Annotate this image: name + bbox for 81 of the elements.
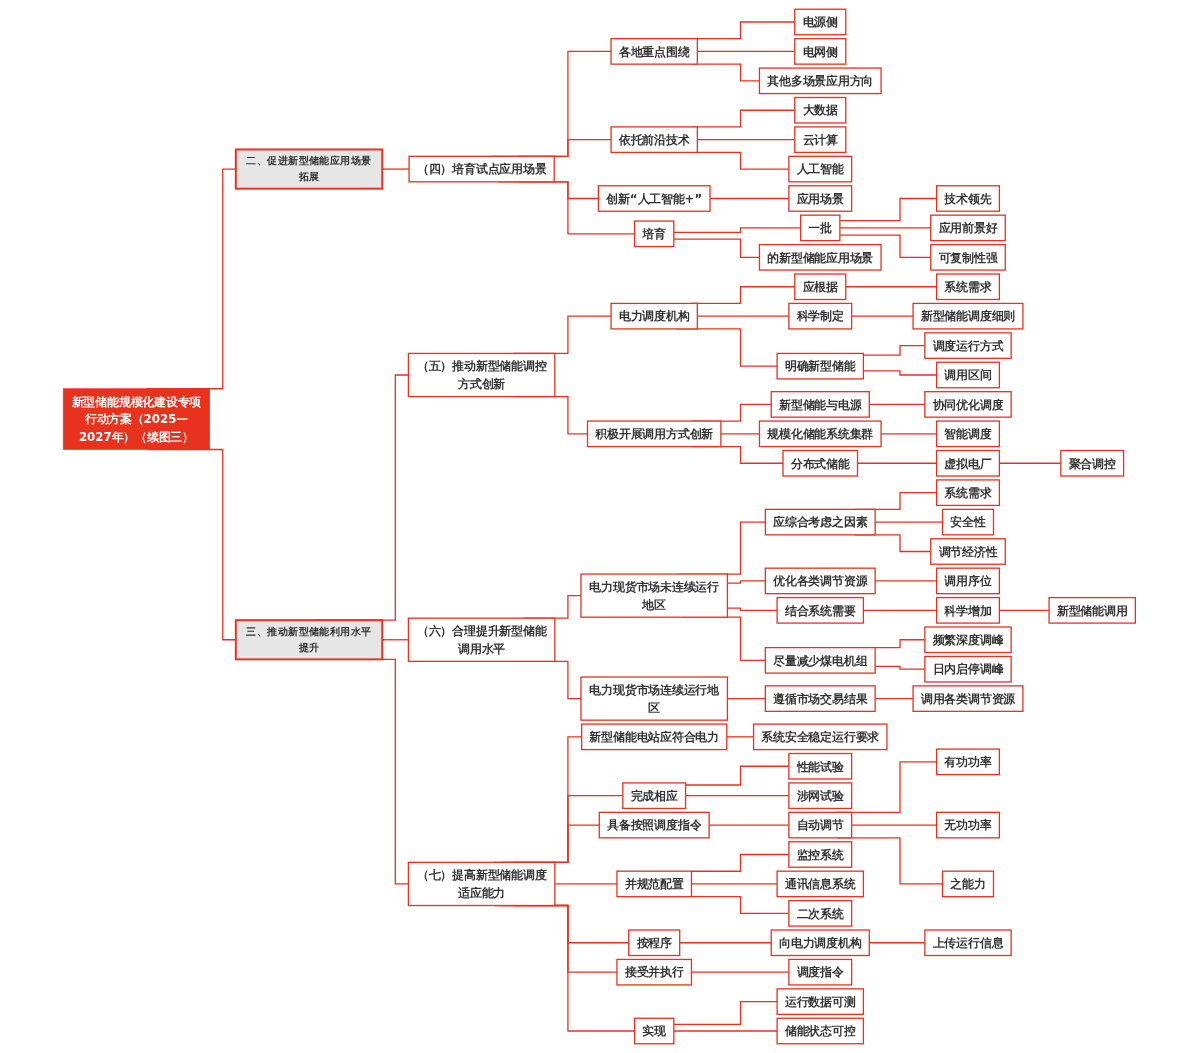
node-box: 新型储能调度细则 <box>912 302 1024 330</box>
node-box: 应用场景 <box>787 185 852 212</box>
node-box: 调节经济性 <box>929 538 1006 565</box>
node-box: （四）培育试点应用场景 <box>408 155 555 183</box>
connector <box>874 521 943 523</box>
node-box: 接受并执行 <box>616 958 692 986</box>
node-box: 调度运行方式 <box>923 332 1012 359</box>
node-box: 无功功率 <box>935 811 1000 839</box>
node-box: 并规范配置 <box>616 870 692 898</box>
node-box: 上传运行信息 <box>923 929 1012 957</box>
node-box: 其他多场景应用方向 <box>758 67 882 95</box>
node-box: 协同优化调度 <box>923 391 1012 418</box>
node-box: 通讯信息系统 <box>776 870 864 898</box>
connector <box>381 639 409 641</box>
node-box: 安全性 <box>941 508 994 536</box>
node-box: 频繁深度调峰 <box>923 626 1012 654</box>
node-box: 各地重点围绕 <box>610 38 698 65</box>
node-box: 三、推动新型储能利用水平提升 <box>234 619 383 661</box>
node-box: 电力现货市场未连续运行地区 <box>580 573 728 618</box>
node-box: 之能力 <box>941 870 994 898</box>
node-box: 尽量减少煤电机组 <box>764 646 876 674</box>
node-box: 新型储能调用 <box>1048 596 1136 624</box>
node-box: 应根据 <box>793 273 847 301</box>
node-box: 应综合考虑之因素 <box>764 508 876 536</box>
node-box: 实现 <box>633 1017 675 1045</box>
node-box: 创新“人工智能+” <box>597 185 711 212</box>
node-box: 大数据 <box>793 96 847 124</box>
node-box: 向电力调度机构 <box>770 929 870 957</box>
node-box: 系统需求 <box>935 479 1000 507</box>
node-box: 电源侧 <box>793 8 847 36</box>
node-box: 技术领先 <box>935 185 1000 212</box>
node-box: 调度指令 <box>787 958 852 986</box>
node-box: 结合系统需要 <box>776 596 864 624</box>
node-box: 二、促进新型储能应用场景拓展 <box>234 148 383 190</box>
node-box: 监控系统 <box>787 841 852 868</box>
node-box: 电力现货市场连续运行地区 <box>580 676 728 721</box>
node-box: 人工智能 <box>787 155 852 183</box>
node-box: 培育 <box>633 220 675 248</box>
node-box: 涉网试验 <box>787 782 852 810</box>
node-box: 规模化储能系统集群 <box>758 420 882 448</box>
node-box: 调用序位 <box>935 567 1000 595</box>
node-box: 系统安全稳定运行要求 <box>752 723 888 751</box>
node-box: 具备按照调度指令 <box>598 811 710 839</box>
node-box: 性能试验 <box>787 752 852 780</box>
node-box: 依托前沿技术 <box>610 126 698 154</box>
node-box: 二次系统 <box>787 899 852 927</box>
node-box: 应用前景好 <box>929 214 1006 242</box>
node-box: 电力调度机构 <box>610 302 698 330</box>
node-box: 新型储能规模化建设专项行动方案（2025—2027年）（续图三） <box>62 388 210 450</box>
node-box: 电网侧 <box>793 38 847 65</box>
connector <box>880 433 937 435</box>
node-box: 可复制性强 <box>929 243 1006 271</box>
node-box: 积极开展调用方式创新 <box>586 420 722 448</box>
node-box: 智能调度 <box>935 420 1000 448</box>
node-box: 云计算 <box>793 126 847 154</box>
node-box: 科学增加 <box>935 596 1000 624</box>
node-box: 一批 <box>799 214 841 242</box>
node-box: 虚拟电厂 <box>935 449 1000 477</box>
node-box: 调用区间 <box>935 361 1000 389</box>
connector <box>874 580 937 582</box>
node-box: （五）推动新型储能调控方式创新 <box>407 352 556 398</box>
node-box: （七）提高新型储能调度适应能力 <box>407 861 556 907</box>
node-box: 系统需求 <box>935 273 1000 301</box>
node-box: 日内启停调峰 <box>923 655 1012 683</box>
node-box: 完成相应 <box>621 782 686 810</box>
node-box: 明确新型储能 <box>776 352 864 380</box>
node-box: 的新型储能应用场景 <box>758 243 882 271</box>
node-box: 自动调节 <box>787 811 852 839</box>
node-box: 科学制定 <box>787 302 852 330</box>
node-box: 储能状态可控 <box>776 1017 864 1045</box>
node-box: 聚合调控 <box>1059 449 1124 477</box>
node-box: 运行数据可测 <box>776 988 864 1015</box>
node-box: 优化各类调节资源 <box>764 567 876 595</box>
node-box: 调用各类调节资源 <box>912 685 1024 712</box>
node-box: （六）合理提升新型储能调用水平 <box>407 617 556 662</box>
node-box: 分布式储能 <box>782 449 858 477</box>
node-box: 遵循市场交易结果 <box>764 685 876 712</box>
node-box: 新型储能与电源 <box>770 391 870 418</box>
node-box: 新型储能电站应符合电力 <box>580 723 728 751</box>
node-box: 按程序 <box>627 929 681 957</box>
node-box: 有功功率 <box>935 748 1000 776</box>
